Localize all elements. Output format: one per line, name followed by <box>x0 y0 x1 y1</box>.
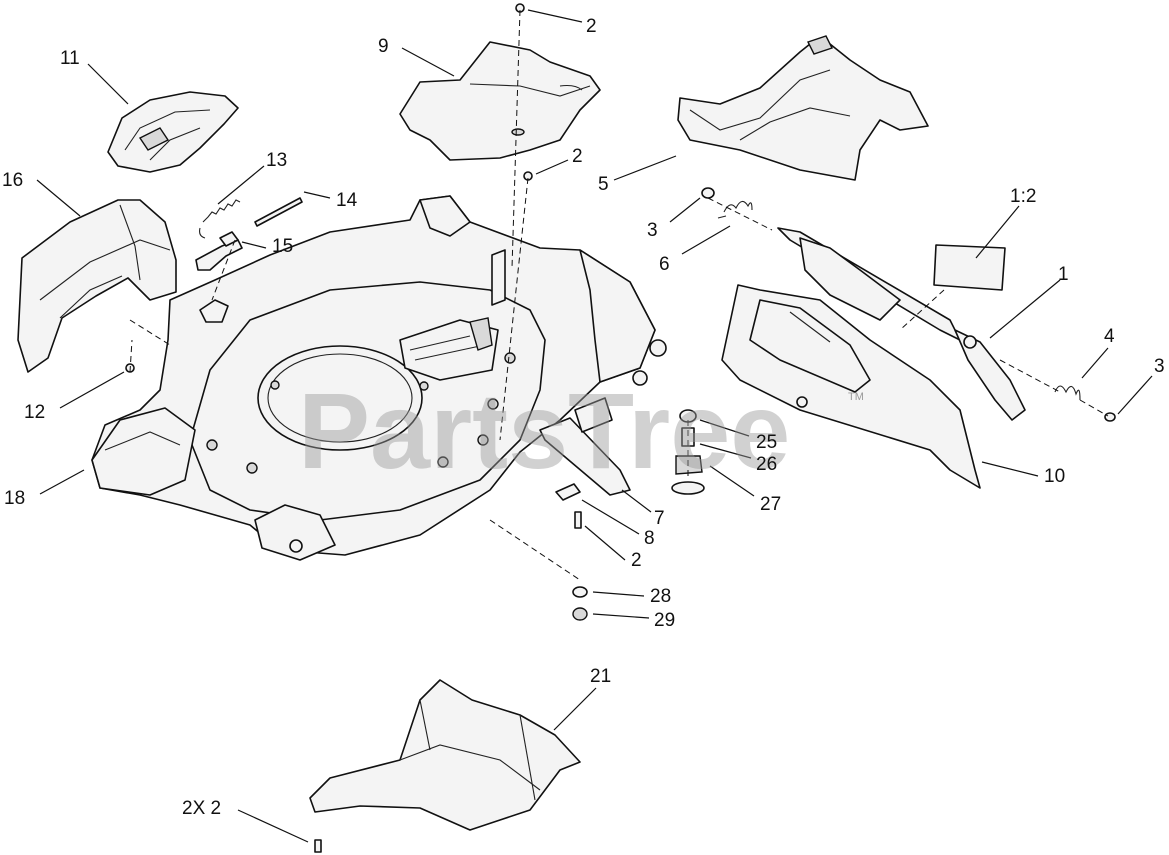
callout-5: 5 <box>598 174 609 195</box>
part-18-mower-deck[interactable] <box>91 195 667 561</box>
part-1-2-decal[interactable] <box>933 244 1006 291</box>
part-4-spring[interactable] <box>1054 385 1081 401</box>
part-15-bracket[interactable] <box>195 231 243 271</box>
leader-lines <box>36 9 1153 843</box>
part-11-cover[interactable] <box>107 91 239 173</box>
part-5-rear-shield[interactable] <box>677 35 929 181</box>
part-13-spring[interactable] <box>199 199 241 239</box>
callout-25: 25 <box>756 432 777 453</box>
part-3-ring-right[interactable] <box>1104 412 1116 422</box>
assembly-lines <box>129 9 1109 581</box>
callout-3-right: 3 <box>1154 356 1165 377</box>
callout-21: 21 <box>590 666 611 687</box>
part-8-clip[interactable] <box>555 483 581 501</box>
callout-9: 9 <box>378 36 389 57</box>
watermark-trademark: TM <box>848 391 864 403</box>
callout-1-2: 1:2 <box>1010 186 1036 207</box>
part-16-side-guard[interactable] <box>17 199 177 373</box>
callout-14: 14 <box>336 190 358 211</box>
part-29-nut[interactable] <box>572 607 588 621</box>
callout-26: 26 <box>756 454 777 475</box>
part-26-bushing[interactable] <box>681 427 695 447</box>
part-27-wheel-gear[interactable] <box>671 455 705 495</box>
callout-15: 15 <box>272 236 293 257</box>
callout-4: 4 <box>1104 326 1115 347</box>
part-1-rod-assembly[interactable] <box>777 227 1026 421</box>
callout-6: 6 <box>659 254 670 275</box>
callout-29: 29 <box>654 610 675 631</box>
callout-18: 18 <box>4 488 25 509</box>
callout-7: 7 <box>654 508 665 529</box>
callout-12: 12 <box>24 402 45 423</box>
callout-2-bottom: 2 <box>631 550 642 571</box>
bolt-2x2[interactable] <box>314 839 322 853</box>
callout-2x2: 2X 2 <box>182 798 221 819</box>
callout-16: 16 <box>2 170 23 191</box>
callout-11: 11 <box>60 48 80 69</box>
part-21-deflector[interactable] <box>309 679 581 831</box>
part-9-plate[interactable] <box>399 41 601 161</box>
watermark: PartsTree TM <box>298 370 864 491</box>
part-3-ring-left[interactable] <box>701 187 715 199</box>
callout-8: 8 <box>644 528 655 549</box>
callout-2-mid: 2 <box>572 146 583 167</box>
callout-27: 27 <box>760 494 781 515</box>
callout-2-top: 2 <box>586 16 597 37</box>
callout-10: 10 <box>1044 466 1065 487</box>
callout-1: 1 <box>1058 264 1069 285</box>
part-14-rod[interactable] <box>254 197 303 227</box>
bolt-2-bottom[interactable] <box>574 511 582 529</box>
callout-3-left: 3 <box>647 220 658 241</box>
part-10-rear-door[interactable] <box>721 284 981 489</box>
part-7-bracket[interactable] <box>539 397 631 496</box>
part-6-spring[interactable] <box>717 200 753 219</box>
part-28-washer[interactable] <box>572 586 588 598</box>
callout-28: 28 <box>650 586 671 607</box>
watermark-text: PartsTree <box>298 370 790 491</box>
callout-13: 13 <box>266 150 287 171</box>
callout-labels: 11 16 13 14 15 9 2 2 5 3 6 1:2 1 4 3 10 … <box>2 16 1165 819</box>
